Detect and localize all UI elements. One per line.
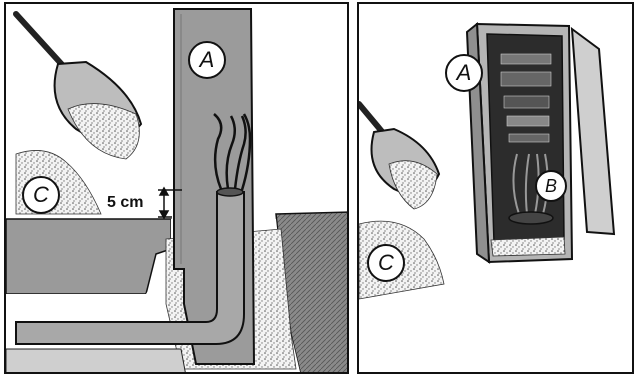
scoop [13, 11, 143, 160]
left-panel: A C 5 cm [4, 2, 349, 374]
dimension-label: 5 cm [107, 194, 144, 211]
callout-a: A [445, 54, 483, 92]
right-panel: A B C [357, 2, 634, 374]
right-illustration [359, 21, 616, 300]
scoop [359, 101, 441, 210]
dimension-arrow [158, 186, 182, 220]
cabinet [465, 21, 574, 264]
callout-c: C [22, 176, 60, 214]
conduit [15, 187, 245, 345]
callout-b: B [535, 170, 567, 202]
ground-left [6, 218, 172, 295]
cables [213, 113, 252, 191]
callout-a: A [188, 41, 226, 79]
callout-c: C [367, 244, 405, 282]
cabinet-door [570, 26, 616, 236]
left-illustration [6, 8, 347, 372]
